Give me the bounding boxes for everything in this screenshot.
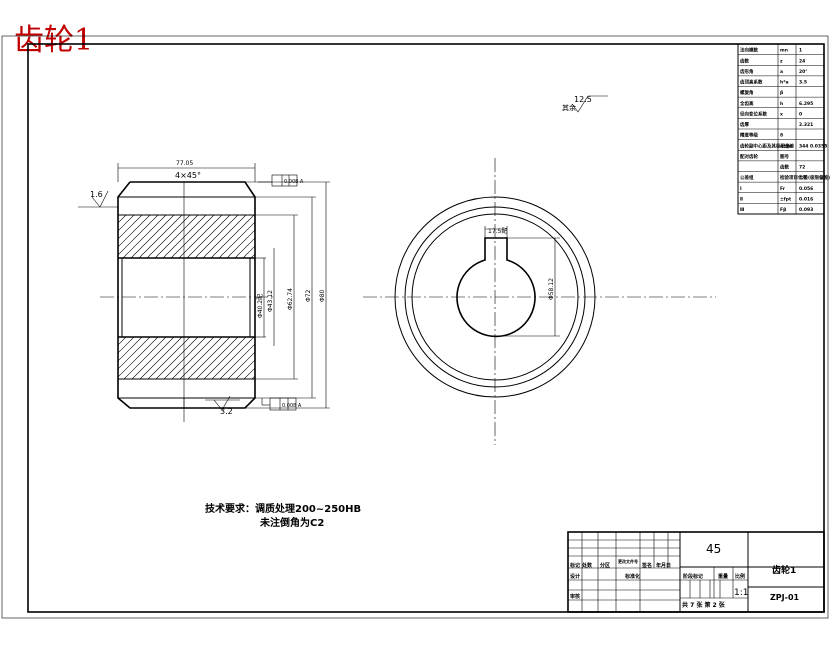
inner-frame	[27, 43, 825, 613]
param-symbol: a	[780, 70, 783, 75]
param-symbol: x	[780, 112, 783, 117]
label-mark: 标记	[569, 562, 580, 569]
param-symbol: β	[780, 90, 784, 96]
keyway-depth: Φ58.12	[548, 278, 555, 300]
param-symbol: 图号	[780, 153, 789, 160]
label-count: 处数	[581, 562, 593, 569]
sheets: 共 7 张 第 2 张	[682, 601, 726, 609]
label-weight: 重量	[718, 573, 728, 580]
drawing-number: ZPJ-01	[770, 593, 800, 602]
param-name: 螺旋角	[740, 89, 754, 96]
param-value: 2.321	[799, 122, 813, 128]
param-symbol: h*a	[780, 80, 789, 86]
label-zone: 分区	[600, 562, 610, 569]
side-view: 17.5配 Φ58.12	[363, 158, 716, 445]
param-symbol: 8	[780, 133, 783, 139]
param-name: Ⅱ	[740, 196, 743, 202]
label-sign: 签名	[641, 562, 652, 569]
param-name: 全齿高	[739, 100, 754, 107]
param-symbol: Fβ	[780, 207, 787, 213]
param-symbol: h	[780, 101, 783, 107]
param-name: 精度等级	[740, 132, 758, 139]
param-value: 72	[799, 165, 805, 171]
param-value: 0.093	[799, 207, 813, 213]
param-value: 24	[799, 58, 805, 64]
param-symbol: mn	[780, 49, 788, 54]
label-date: 年月日	[656, 562, 671, 569]
section-hatch-upper	[118, 215, 255, 258]
svg-text:12.5: 12.5	[574, 95, 592, 104]
label-design: 设计	[570, 573, 580, 580]
part-name: 齿轮1	[772, 564, 796, 576]
runout-bottom: 0.008 A	[282, 403, 302, 409]
param-value: 20°	[799, 69, 808, 75]
param-value: 0.016	[799, 196, 813, 202]
title-block: 45 齿轮1 ZPJ-01 1:1 共 7 张 第 2 张 阶段标记 重量 比例…	[567, 531, 825, 613]
dim-outer: Φ80	[319, 289, 326, 302]
label-review: 审核	[570, 593, 580, 600]
label-standard: 标准化	[624, 573, 640, 580]
label-stage: 阶段标记	[683, 573, 703, 580]
param-symbol: Fr	[780, 186, 786, 192]
tech-req-line1: 技术要求：调质处理200~250HB	[205, 502, 361, 515]
roughness-bottom: 3.2	[220, 407, 233, 416]
roughness-left: 1.6	[90, 190, 103, 199]
label-change: 更改文件号	[618, 558, 638, 564]
param-value: 0	[799, 111, 802, 117]
param-name: 齿数	[740, 57, 749, 64]
tech-req-line2: 未注倒角为C2	[259, 516, 324, 529]
param-value: 3.5	[799, 80, 807, 86]
param-symbol: a±fa	[780, 143, 792, 149]
bore-keyway	[456, 237, 536, 338]
param-value: 344 0.0355	[799, 143, 827, 149]
param-symbol: 检验项目代号	[780, 174, 807, 181]
section-hatch-lower	[118, 337, 255, 379]
front-section-view: 77.05 4×45° 0.008 A 1.6 3.2 0.008 A	[78, 160, 330, 422]
top-length-dim: 77.05	[176, 160, 193, 167]
drawing-title: 齿轮1	[14, 23, 93, 58]
roughness-other: 其余 12.5	[562, 95, 608, 113]
param-symbol: ±fpt	[780, 196, 792, 202]
param-value: 6.295	[799, 101, 813, 107]
material: 45	[706, 542, 721, 556]
param-name: 配对齿轮	[740, 153, 758, 160]
param-name: 齿顶高系数	[740, 79, 763, 86]
param-symbol: z	[780, 59, 783, 64]
param-name: 齿形角	[740, 68, 754, 75]
svg-text:其余: 其余	[562, 103, 576, 112]
dim-inner: Φ43.12	[267, 290, 274, 312]
dim-pitch: Φ72	[305, 289, 312, 302]
param-value: 1	[799, 48, 802, 54]
keyway-width: 17.5配	[488, 228, 507, 235]
param-value: 0.056	[799, 186, 813, 192]
dim-bore: Φ40.2配	[257, 294, 264, 318]
param-name: 径向变位系数	[740, 110, 767, 117]
param-name: 法向模数	[740, 47, 758, 54]
param-value: 公差(极限偏差)值	[799, 174, 830, 181]
dim-root: Φ62.74	[287, 288, 294, 310]
param-name: 公差组	[740, 174, 754, 181]
param-symbol: 齿数	[780, 164, 789, 171]
param-name: Ⅰ	[740, 186, 742, 192]
outer-frame	[1, 35, 829, 619]
param-name: Ⅲ	[740, 207, 744, 213]
chamfer-note: 4×45°	[175, 171, 201, 180]
param-name: 齿轮副中心距及其极限偏差	[740, 142, 794, 149]
param-name: 齿厚	[740, 121, 749, 128]
scale: 1:1	[734, 588, 748, 598]
gear-parameter-table: 法向模数 mn 1 齿数 z 24 齿形角 a 20° 齿顶高系数 h*a 3.5 螺旋角 β 全齿高 h 6.…	[737, 43, 830, 215]
label-scale: 比例	[735, 573, 745, 580]
